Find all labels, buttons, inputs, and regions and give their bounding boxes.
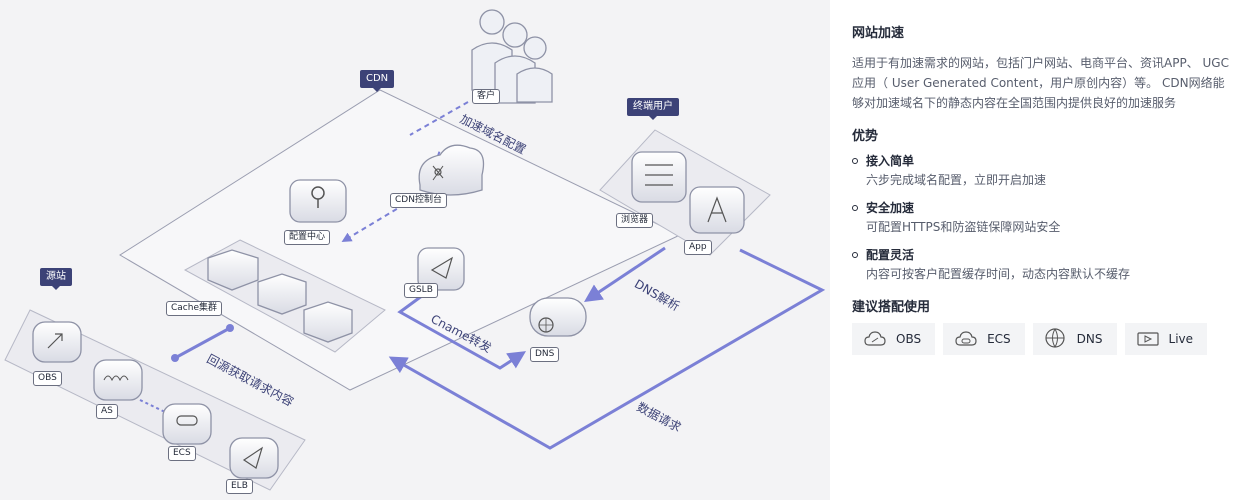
recommend-label: Live — [1168, 332, 1194, 346]
cname-flow — [397, 288, 527, 370]
bullet-icon — [852, 205, 858, 211]
advantage-item: 配置灵活 内容可按客户配置缓存时间，动态内容默认不缓存 — [852, 246, 1233, 284]
as-ecs-flow — [139, 399, 166, 413]
as-label: AS — [96, 404, 118, 419]
config-center-icon — [289, 179, 347, 223]
recommend-label: OBS — [896, 332, 922, 346]
advantage-item: 接入简单 六步完成域名配置，立即开启加速 — [852, 152, 1233, 190]
advantages-title: 优势 — [852, 129, 879, 144]
bullet-icon — [852, 158, 858, 164]
customer-label: 客户 — [472, 89, 501, 104]
recommend-title: 建议搭配使用 — [852, 300, 931, 315]
gslb-label: GSLB — [404, 283, 438, 298]
dns-resolve-flow — [584, 246, 666, 302]
console-to-config-flow — [341, 194, 421, 243]
diagram-canvas — [4, 9, 826, 491]
recommend-list: OBS ECS DNS Live — [852, 323, 1233, 355]
app-label: App — [684, 240, 712, 255]
cdn-console-icon — [418, 144, 485, 196]
obs-label: OBS — [33, 371, 62, 386]
origin-tag: 源站 — [40, 268, 72, 290]
cdn-console-label: CDN控制台 — [390, 193, 447, 208]
browser-label: 浏览器 — [616, 213, 654, 228]
panel-description: 适用于有加速需求的网站，包括门户网站、电商平台、资讯APP、 UGC应用（ Us… — [852, 56, 1229, 110]
dns-label: DNS — [530, 347, 560, 362]
data-request-flow — [388, 248, 826, 450]
advantage-item: 安全加速 可配置HTTPS和防盗链保障网站安全 — [852, 199, 1233, 237]
cache-node-icon — [207, 249, 353, 343]
globe-icon — [1045, 328, 1065, 348]
end-user-tag: 终端用户 — [627, 98, 679, 120]
cdn-tag: CDN — [360, 70, 395, 92]
ecs-icon — [162, 403, 212, 445]
back-to-origin-flow — [174, 326, 231, 360]
cloud-icon — [864, 331, 886, 346]
advantage-desc: 内容可按客户配置缓存时间，动态内容默认不缓存 — [866, 267, 1131, 281]
info-panel: 网站加速 适用于有加速需求的网站，包括门户网站、电商平台、资讯APP、 UGC应… — [830, 0, 1253, 500]
bullet-icon — [852, 252, 858, 258]
config-center-label: 配置中心 — [284, 230, 331, 245]
recommend-dns[interactable]: DNS — [1032, 323, 1117, 355]
customer-users-icon — [471, 9, 553, 104]
recommend-label: DNS — [1076, 332, 1103, 346]
cache-cluster-label: Cache集群 — [166, 301, 222, 316]
advantage-desc: 六步完成域名配置，立即开启加速 — [866, 173, 1047, 187]
recommend-label: ECS — [987, 332, 1011, 346]
server-cloud-icon — [955, 331, 977, 346]
architecture-diagram: CDN 终端用户 源站 客户 CDN控制台 配置中心 浏览器 App Cache… — [0, 0, 830, 500]
video-icon — [1136, 332, 1159, 346]
panel-title: 网站加速 — [852, 26, 905, 41]
browser-icon — [631, 151, 687, 203]
advantage-title: 配置灵活 — [866, 248, 915, 262]
as-icon — [93, 359, 143, 401]
recommend-ecs[interactable]: ECS — [943, 323, 1025, 355]
app-icon — [689, 186, 745, 234]
advantage-desc: 可配置HTTPS和防盗链保障网站安全 — [866, 220, 1061, 234]
gslb-icon — [417, 247, 465, 291]
elb-label: ELB — [226, 479, 253, 494]
recommend-obs[interactable]: OBS — [852, 323, 936, 355]
dns-server-icon — [529, 297, 587, 337]
recommend-live[interactable]: Live — [1124, 323, 1208, 355]
ecs-label: ECS — [168, 446, 196, 461]
cdn-platform — [119, 89, 682, 391]
elb-icon — [229, 437, 279, 479]
obs-icon — [32, 321, 82, 363]
advantage-title: 接入简单 — [866, 154, 915, 168]
advantage-title: 安全加速 — [866, 201, 915, 215]
